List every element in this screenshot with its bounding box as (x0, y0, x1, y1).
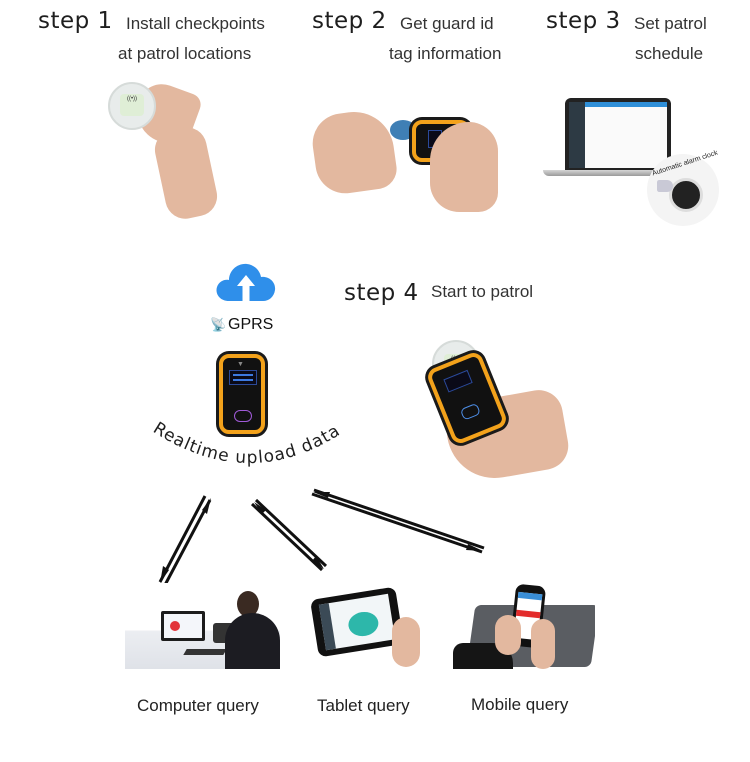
hand-right (531, 619, 555, 669)
step-2-desc-line2: tag information (389, 44, 502, 63)
patrol-device-upload: ▼ (219, 354, 265, 434)
realtime-upload-arc: Realtime upload data (149, 418, 343, 468)
device-screen (229, 370, 257, 385)
step-2-desc-line1: Get guard id (400, 14, 494, 33)
satellite-dish-icon: 📡 (210, 317, 227, 332)
alarm-clock-icon (669, 178, 703, 212)
arrowhead-icon (160, 566, 169, 583)
guard-head (237, 591, 259, 617)
right-hand (430, 122, 498, 212)
arrow-to-tablet (250, 502, 324, 572)
step-2-image (308, 100, 502, 215)
hand (392, 617, 420, 667)
keyboard (183, 649, 227, 655)
step-4-desc: Start to patrol (431, 282, 534, 301)
cloud-upload-icon (215, 259, 277, 303)
chart-disc (346, 609, 381, 639)
step-3-desc-line1: Set patrol (634, 14, 707, 33)
guard-body (225, 613, 280, 669)
step-1-image: ((•)) (100, 77, 221, 223)
mobile-query-label: Mobile query (471, 695, 569, 714)
step-1-desc-line1: Install checkpoints (126, 14, 265, 33)
tablet (310, 586, 405, 658)
step-3-desc-line2: schedule (635, 44, 704, 63)
arrow-to-computer (158, 495, 207, 583)
software-sidebar (569, 102, 585, 168)
tablet-query-image (310, 583, 422, 671)
hand-left (495, 615, 521, 655)
computer-query-label: Computer query (137, 696, 259, 715)
checkpoint-tag-icon: ((•)) (108, 82, 156, 130)
cloud-button-icon (234, 410, 252, 422)
alarm-clock-badge: Automatic alarm clock (647, 150, 719, 226)
megaphone-icon (657, 180, 673, 192)
computer-query-image (125, 583, 280, 669)
mobile-query-image (453, 583, 595, 669)
step-3-label: step 3 (546, 8, 621, 34)
laptop-screen (565, 98, 671, 172)
nfc-symbol-icon: ((•)) (120, 94, 144, 116)
patrol-software-window (569, 102, 667, 168)
step-3-image: Automatic alarm clock (543, 96, 733, 226)
id-tag-icon (390, 120, 416, 140)
wifi-icon: ▼ (237, 361, 244, 368)
tablet-query-label: Tablet query (317, 696, 410, 715)
step-4-label: step 4 (344, 280, 419, 306)
step-1-label: step 1 (38, 8, 113, 34)
arrow-to-mobile (311, 492, 483, 554)
step-1-desc-line2: at patrol locations (118, 44, 252, 63)
monitor (161, 611, 205, 641)
gprs-label: GPRS (228, 316, 274, 333)
step-2-label: step 2 (312, 8, 387, 34)
laptop-base (543, 170, 683, 176)
step-4-image: ((•)) (418, 336, 573, 486)
status-red-dot (170, 621, 180, 631)
